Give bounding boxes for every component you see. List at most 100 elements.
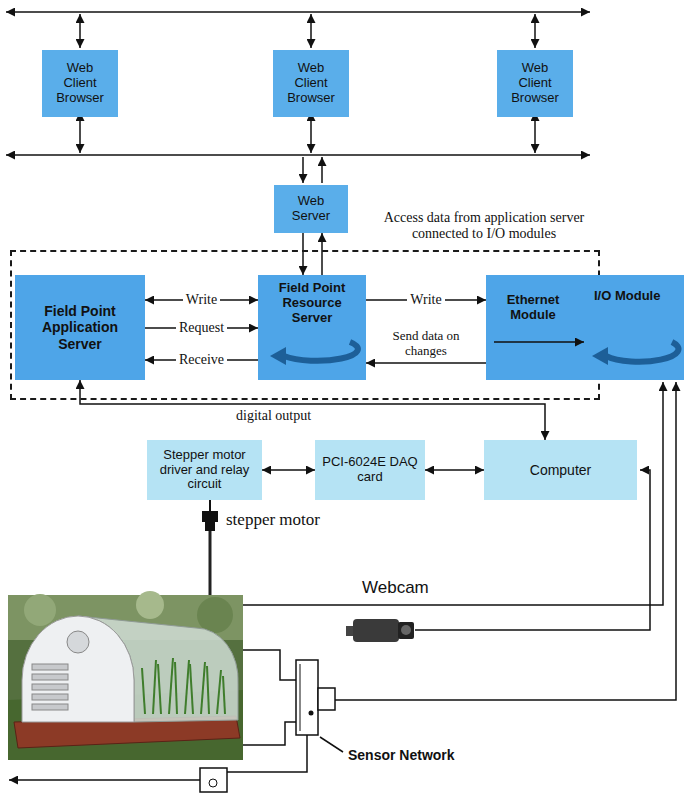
node-text: Field Point Application Server [21, 303, 139, 351]
signal-wire [243, 650, 296, 680]
server-box: Field Point Resource Server [258, 275, 366, 380]
edge-label: Request [176, 320, 227, 336]
motor-cable [209, 531, 212, 597]
module-arrow [494, 341, 584, 343]
network-bus [6, 12, 590, 183]
edge-label: Receive [176, 352, 227, 368]
webcam-body [353, 619, 399, 642]
grass-blade [223, 676, 225, 714]
louver [32, 694, 68, 700]
module-box: Ethernet Module I/O Module [486, 275, 684, 380]
bus-line [6, 11, 590, 13]
part-label: stepper motor [226, 510, 320, 530]
daq-card-box: PCI-6024E DAQ card [315, 440, 425, 500]
foliage [136, 591, 164, 619]
louver [32, 704, 68, 710]
chamber-port [67, 631, 89, 653]
chamber-photo [8, 591, 243, 760]
probe-symbol [200, 768, 227, 792]
node-text: Access data from application server conn… [368, 210, 600, 242]
sensor-wires [9, 382, 676, 780]
webcam-lens [401, 625, 411, 635]
stepper-motor-symbol [202, 500, 218, 597]
probe-ring [209, 779, 217, 787]
webcam-icon [346, 619, 414, 642]
node-text: I/O Module [594, 289, 672, 304]
signal-wire [227, 735, 307, 772]
motor-plug [205, 522, 215, 531]
node-text: Web Client Browser [283, 61, 339, 106]
cycle-arrow [592, 342, 678, 365]
connector-arrow [366, 362, 486, 364]
louver [32, 684, 68, 690]
grass-blade [207, 666, 209, 714]
connector-arrow [321, 233, 323, 275]
edge-label: Write [183, 292, 220, 308]
node-text: Web Client Browser [507, 61, 563, 106]
grass-blade [201, 662, 205, 714]
grass-blade [217, 670, 221, 714]
edge-label: Write [407, 292, 444, 308]
node-text: Ethernet Module [490, 293, 576, 323]
photo-ground [8, 595, 243, 760]
node-text: Web Server [282, 194, 340, 224]
web-client-box: Web Client Browser [497, 50, 573, 117]
webcam-base [346, 626, 354, 636]
foliage [24, 594, 56, 626]
connector-arrow [302, 233, 304, 275]
driver-box: Stepper motor driver and relay circuit [147, 440, 262, 500]
web-client-box: Web Client Browser [42, 50, 118, 117]
bus-tap [302, 157, 304, 183]
motor-cable [209, 500, 211, 512]
louver [32, 664, 68, 670]
cycle-arc [284, 342, 358, 361]
bus-tap [79, 14, 81, 48]
chamber-grass [142, 658, 225, 714]
connector-arrow [425, 469, 484, 471]
bus-tap [534, 14, 536, 48]
node-text: Web Client Browser [52, 61, 108, 106]
web-client-box: Web Client Browser [273, 50, 349, 117]
part-label: Webcam [362, 578, 429, 598]
grass-blade [169, 658, 173, 714]
sensor-housing [296, 660, 318, 735]
connector-arrow [262, 469, 315, 471]
computer-box: Computer [484, 440, 637, 500]
web-server-box: Web Server [274, 185, 348, 233]
sensor-dot [309, 711, 314, 716]
sensor-connector [318, 688, 335, 710]
grass-blade [142, 668, 145, 714]
grass-blade [158, 664, 161, 714]
signal-label: digital output [236, 408, 311, 424]
edge-label: Send data on changes [371, 329, 481, 359]
signal-wire [335, 382, 676, 700]
grass-blade [175, 662, 177, 714]
server-box: Field Point Application Server [15, 275, 145, 380]
cycle-head [270, 347, 286, 365]
bus-tap [321, 157, 323, 183]
node-text: Stepper motor driver and relay circuit [151, 448, 258, 493]
louver [32, 674, 68, 680]
motor-plug [202, 511, 218, 522]
cycle-arrow [270, 342, 358, 365]
bus-line [6, 154, 590, 156]
part-label: Sensor Network [348, 747, 455, 763]
dashed-region: Access data from application server conn… [10, 250, 600, 400]
node-text: PCI-6024E DAQ card [319, 455, 421, 485]
bus-tap [310, 14, 312, 48]
node-text: Computer [488, 462, 633, 478]
bus-tap [534, 112, 536, 153]
sensor-network-device [296, 660, 335, 735]
bus-tap [310, 112, 312, 153]
grass-blade [185, 660, 189, 714]
grass-blade [153, 660, 156, 714]
bus-tap [79, 112, 81, 153]
signal-wire [243, 722, 296, 745]
webcam-front [398, 622, 414, 639]
